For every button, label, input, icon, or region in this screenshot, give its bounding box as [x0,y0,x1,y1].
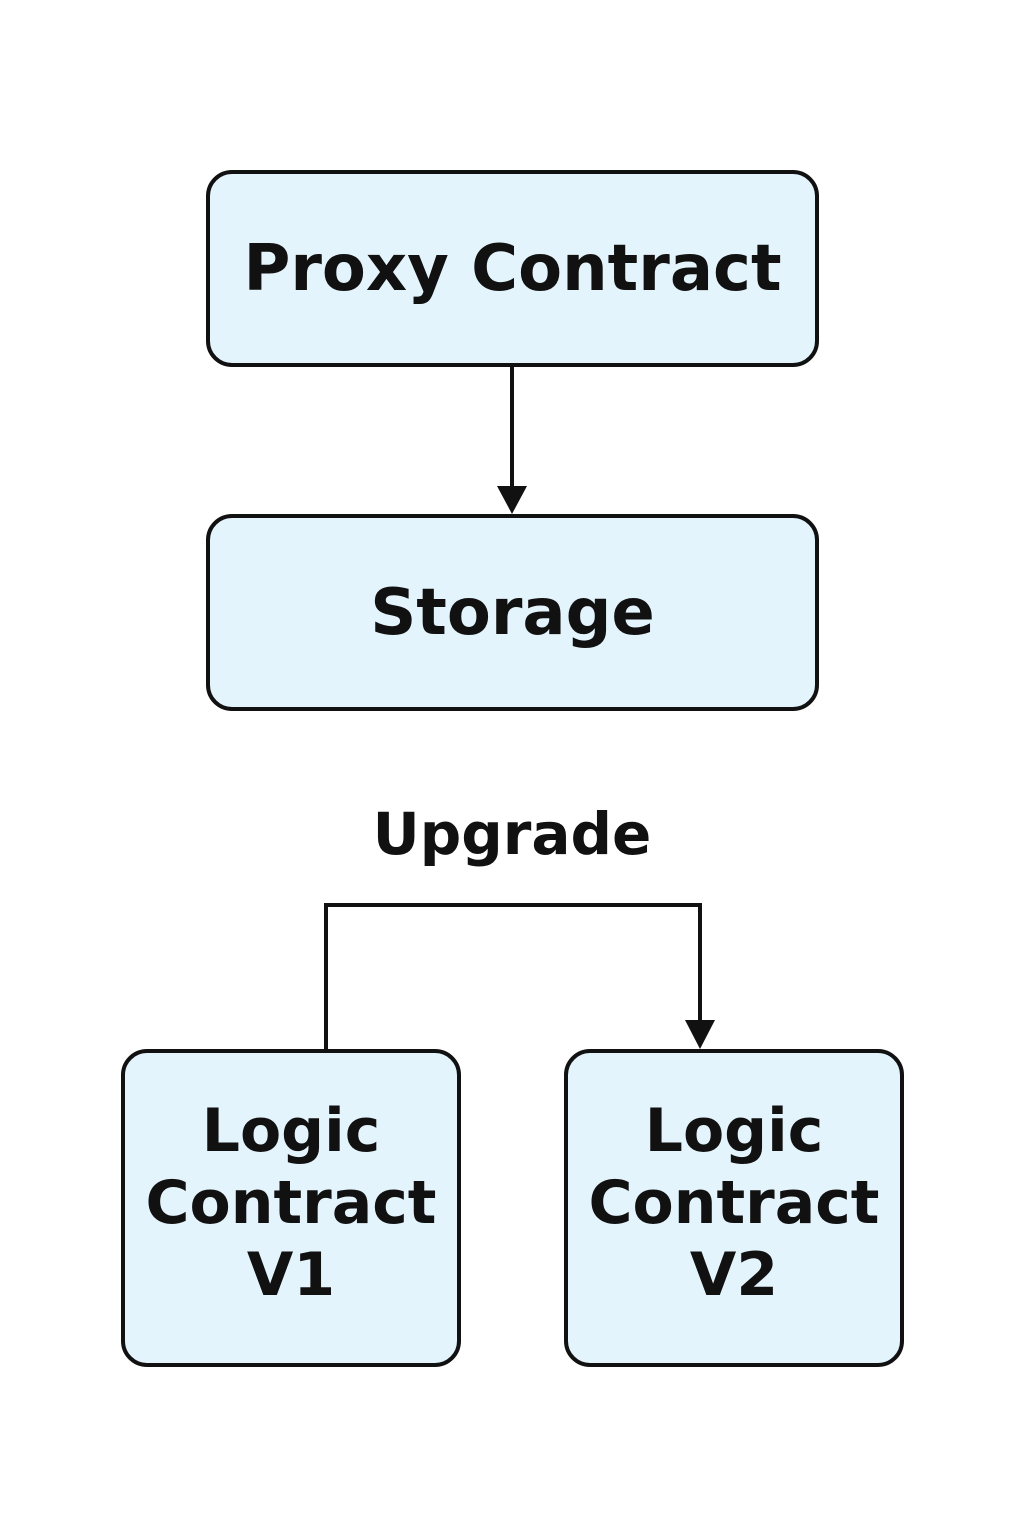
logic-contract-v1-node: Logic Contract V1 [121,1049,461,1367]
storage-node: Storage [206,514,819,711]
logic-contract-v2-node: Logic Contract V2 [564,1049,904,1367]
proxy-to-storage-arrowhead [497,486,527,514]
logic-contract-v1-label: Logic Contract V1 [145,1096,437,1310]
storage-label: Storage [370,575,655,650]
proxy-contract-label: Proxy Contract [243,231,782,306]
upgrade-label: Upgrade [372,800,652,868]
upgrade-connector-line [324,903,702,1049]
upgrade-arrowhead [685,1020,715,1049]
logic-contract-v2-label: Logic Contract V2 [588,1096,880,1310]
proxy-contract-node: Proxy Contract [206,170,819,367]
